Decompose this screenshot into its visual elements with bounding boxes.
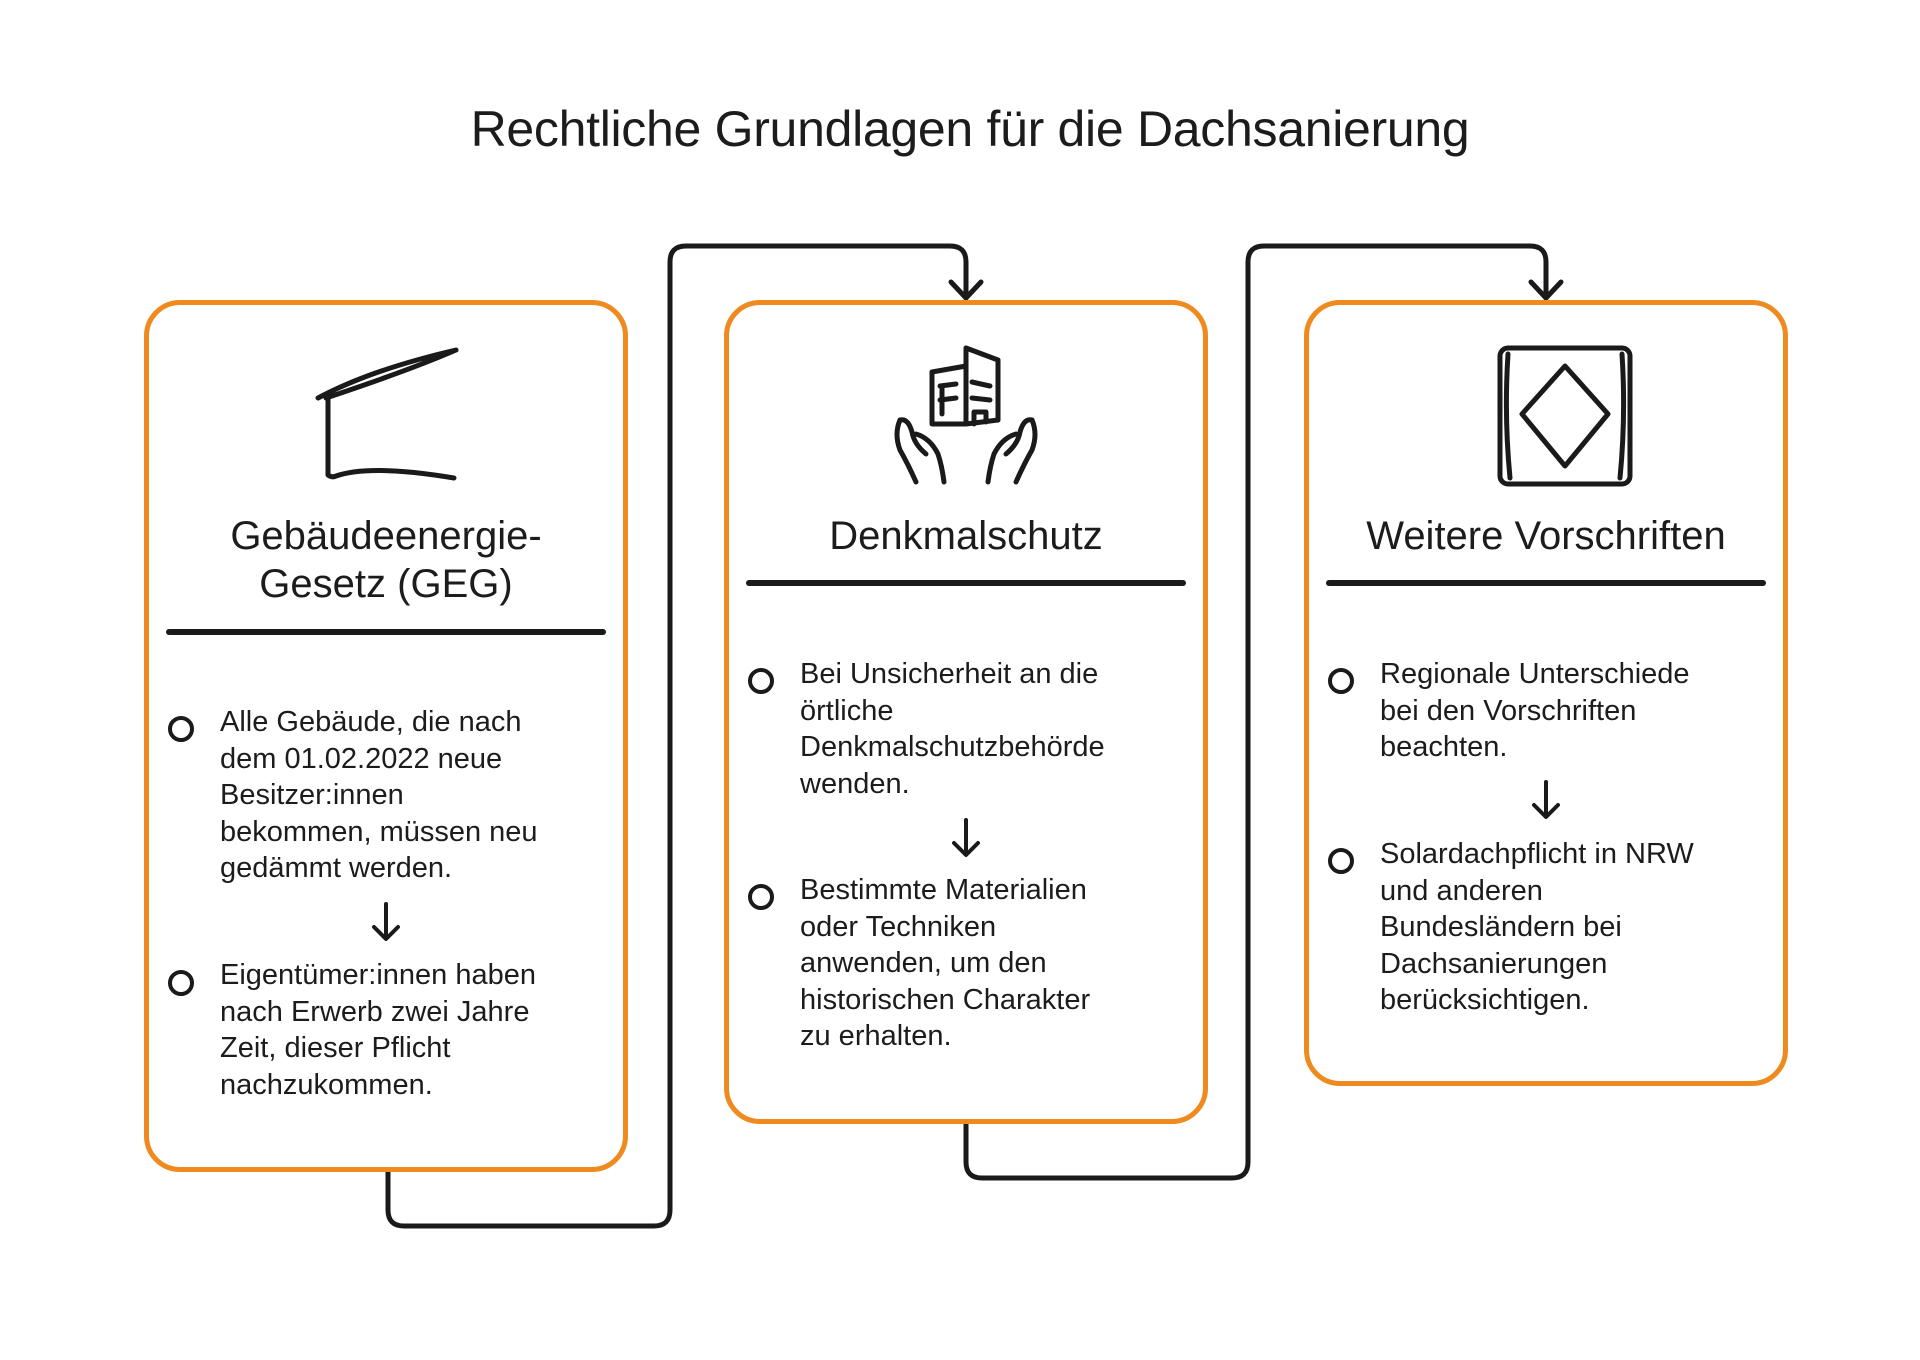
connector-line-1-2 <box>385 243 969 1229</box>
bullet-weitere-1 <box>1328 668 1354 694</box>
page-title: Rechtliche Grundlagen für die Dachsanier… <box>470 101 1470 157</box>
item-geg-1: Alle Gebäude, die nach dem 01.02.2022 ne… <box>220 706 538 884</box>
item-denkmalschutz-1: Bei Unsicherheit an die örtliche Denkmal… <box>800 658 1105 800</box>
title-divider-weitere-vorschriften <box>1326 580 1766 586</box>
card-geg <box>144 300 628 1172</box>
card-title-weitere-vorschriften: Weitere Vorschriften <box>1366 514 1726 558</box>
card-title-geg: Gebäudeenergie- Gesetz (GEG) <box>230 514 542 606</box>
roof-icon <box>315 347 459 481</box>
card-denkmalschutz <box>724 300 1208 1124</box>
item-weitere-1: Regionale Unterschiede bei den Vorschrif… <box>1380 658 1690 763</box>
bullet-geg-2 <box>168 970 194 996</box>
bullet-denkmalschutz-2 <box>748 884 774 910</box>
item-geg-2: Eigentümer:innen haben nach Erwerb zwei … <box>220 959 537 1101</box>
down-arrow-denkmalschutz <box>952 818 980 857</box>
connector-arrowhead-2 <box>948 279 984 301</box>
connector-line-2-3 <box>963 243 1549 1181</box>
hands-building-icon <box>894 345 1038 485</box>
item-weitere-2: Solardachpflicht in NRW und anderen Bund… <box>1380 838 1694 1016</box>
bullet-weitere-2 <box>1328 848 1354 874</box>
title-divider-denkmalschutz <box>746 580 1186 586</box>
down-arrow-geg <box>372 902 400 941</box>
card-title-denkmalschutz: Denkmalschutz <box>829 514 1103 558</box>
connector-arrowhead-3 <box>1528 279 1564 301</box>
down-arrow-weitere <box>1532 780 1560 819</box>
title-divider-geg <box>166 629 606 635</box>
bullet-denkmalschutz-1 <box>748 668 774 694</box>
item-denkmalschutz-2: Bestimmte Materialien oder Techniken anw… <box>800 874 1091 1052</box>
diamond-square-icon <box>1497 345 1633 487</box>
card-weitere-vorschriften <box>1304 300 1788 1086</box>
bullet-geg-1 <box>168 716 194 742</box>
